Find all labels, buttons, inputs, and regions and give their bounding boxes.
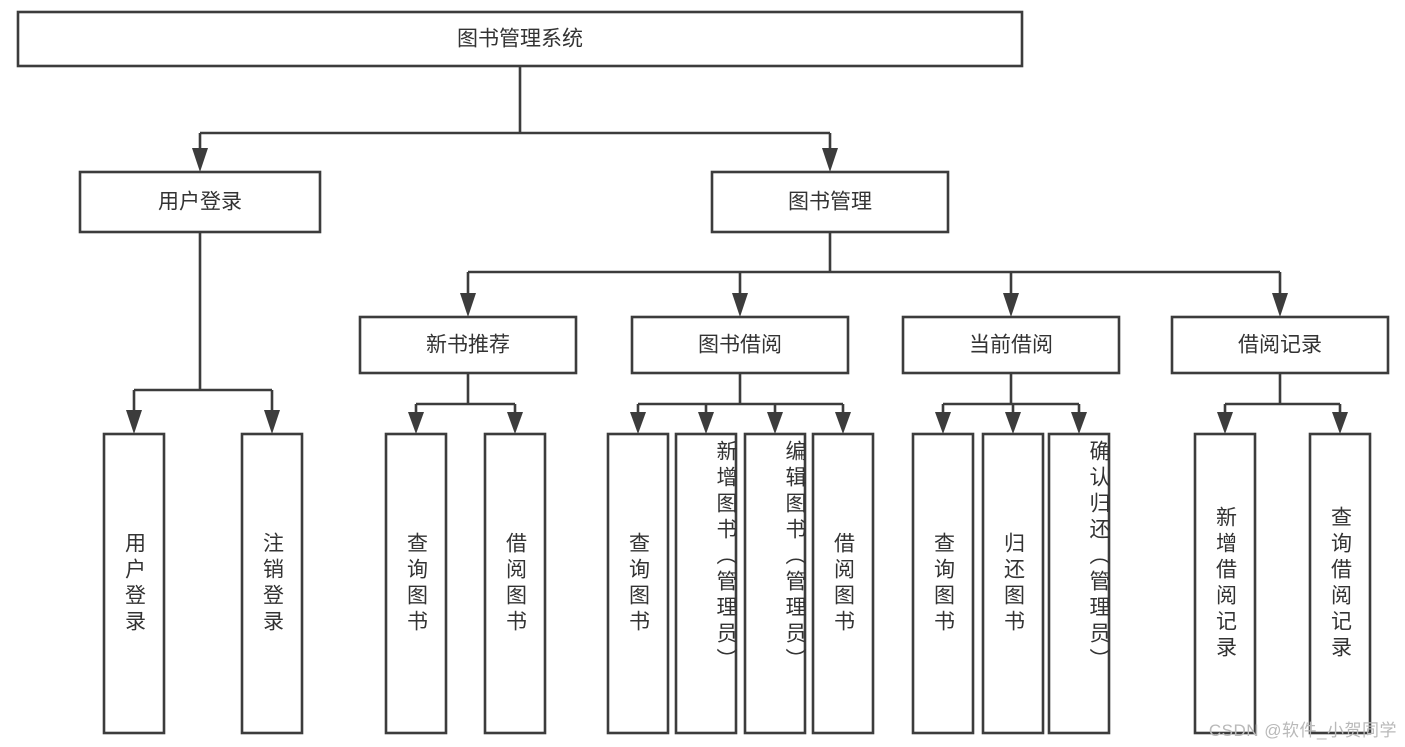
node-book-manage[interactable]: 图书管理	[710, 170, 950, 234]
node-current-borrow[interactable]: 当前借阅	[901, 315, 1121, 375]
arrow-head-leaf-user-login	[126, 410, 142, 434]
node-leaf-query-record-label: 查询借阅记录	[1328, 505, 1352, 662]
node-leaf-query-record-box[interactable]	[1308, 432, 1372, 735]
node-new-book-recommend[interactable]: 新书推荐	[358, 315, 578, 375]
node-leaf-add-record[interactable]	[1193, 432, 1257, 735]
node-root-box[interactable]	[16, 10, 1024, 68]
node-leaf-edit-book-box[interactable]	[743, 432, 807, 735]
node-leaf-query-book-1-label: 查询图书	[404, 531, 428, 636]
arrow-head-new-book-recommend	[460, 293, 476, 317]
arrow-head-leaf-query-record	[1332, 412, 1348, 434]
node-current-borrow-label: 当前借阅	[969, 334, 1053, 357]
node-leaf-edit-book[interactable]	[743, 432, 807, 735]
node-leaf-query-book-3[interactable]	[911, 432, 975, 735]
node-leaf-borrow-book-2-box[interactable]	[811, 432, 875, 735]
node-leaf-query-book-3-box[interactable]	[911, 432, 975, 735]
node-current-borrow-box[interactable]	[901, 315, 1121, 375]
arrow-head-leaf-query-book-1	[408, 412, 424, 434]
arrow-head-leaf-logout	[264, 410, 280, 434]
node-root-label: 图书管理系统	[457, 28, 583, 51]
watermark: CSDN @软件_小贺同学	[1208, 721, 1397, 740]
arrow-head-leaf-edit-book	[767, 412, 783, 434]
arrow-head-book-manage	[822, 148, 838, 172]
node-new-book-recommend-box[interactable]	[358, 315, 578, 375]
node-borrow-record[interactable]: 借阅记录	[1170, 315, 1390, 375]
node-leaf-add-book[interactable]	[674, 432, 738, 735]
node-leaf-confirm-return-box[interactable]	[1047, 432, 1111, 735]
node-leaf-confirm-return-label: 确认归还（管理员）	[1087, 440, 1110, 674]
arrow-head-leaf-return-book	[1005, 412, 1021, 434]
node-leaf-query-book-2-box[interactable]	[606, 432, 670, 735]
node-leaf-borrow-book-1[interactable]	[483, 432, 547, 735]
node-leaf-add-record-label: 新增借阅记录	[1213, 505, 1237, 662]
node-leaf-logout-label: 注销登录	[260, 531, 284, 636]
arrow-head-leaf-add-record	[1217, 412, 1233, 434]
node-leaf-user-login-label: 用户登录	[122, 531, 146, 636]
arrow-head-user-login	[192, 148, 208, 172]
node-user-login-box[interactable]	[78, 170, 322, 234]
node-leaf-query-record[interactable]	[1308, 432, 1372, 735]
arrow-head-leaf-confirm-return	[1071, 412, 1087, 434]
arrow-head-leaf-query-book-2	[630, 412, 646, 434]
node-book-borrow[interactable]: 图书借阅	[630, 315, 850, 375]
node-leaf-query-book-1-box[interactable]	[384, 432, 448, 735]
node-leaf-logout-box[interactable]	[240, 432, 304, 735]
node-root[interactable]: 图书管理系统	[16, 10, 1024, 68]
node-leaf-edit-book-label: 编辑图书（管理员）	[783, 440, 806, 674]
node-leaf-logout[interactable]	[240, 432, 304, 735]
node-leaf-return-book[interactable]	[981, 432, 1045, 735]
node-leaf-add-book-box[interactable]	[674, 432, 738, 735]
arrow-head-leaf-borrow-book-1	[507, 412, 523, 434]
arrow-head-book-borrow	[732, 293, 748, 317]
node-borrow-record-box[interactable]	[1170, 315, 1390, 375]
node-leaf-borrow-book-2[interactable]	[811, 432, 875, 735]
node-leaf-add-book-label: 新增图书（管理员）	[714, 440, 737, 674]
node-leaf-return-book-box[interactable]	[981, 432, 1045, 735]
node-user-login-label: 用户登录	[158, 191, 242, 214]
node-leaf-query-book-1[interactable]	[384, 432, 448, 735]
node-book-manage-label: 图书管理	[788, 191, 872, 214]
node-leaf-borrow-book-1-label: 借阅图书	[503, 531, 527, 636]
node-leaf-return-book-label: 归还图书	[1001, 531, 1025, 636]
node-leaf-add-record-box[interactable]	[1193, 432, 1257, 735]
node-leaf-borrow-book-2-label: 借阅图书	[831, 531, 855, 636]
connector-group	[126, 66, 1348, 434]
node-leaf-user-login-box[interactable]	[102, 432, 166, 735]
arrow-head-leaf-query-book-3	[935, 412, 951, 434]
node-leaf-query-book-2[interactable]	[606, 432, 670, 735]
arrow-head-leaf-add-book	[698, 412, 714, 434]
node-leaf-query-book-3-label: 查询图书	[931, 531, 955, 636]
arrow-head-borrow-record	[1272, 293, 1288, 317]
node-book-borrow-label: 图书借阅	[698, 334, 782, 357]
arrow-head-leaf-borrow-book-2	[835, 412, 851, 434]
node-leaf-borrow-book-1-box[interactable]	[483, 432, 547, 735]
node-book-manage-box[interactable]	[710, 170, 950, 234]
node-user-login[interactable]: 用户登录	[78, 170, 322, 234]
node-new-book-recommend-label: 新书推荐	[426, 334, 510, 357]
arrow-head-current-borrow	[1003, 293, 1019, 317]
node-leaf-confirm-return[interactable]	[1047, 432, 1111, 735]
node-borrow-record-label: 借阅记录	[1238, 334, 1322, 357]
node-book-borrow-box[interactable]	[630, 315, 850, 375]
node-leaf-query-book-2-label: 查询图书	[626, 531, 650, 636]
node-leaf-user-login[interactable]	[102, 432, 166, 735]
